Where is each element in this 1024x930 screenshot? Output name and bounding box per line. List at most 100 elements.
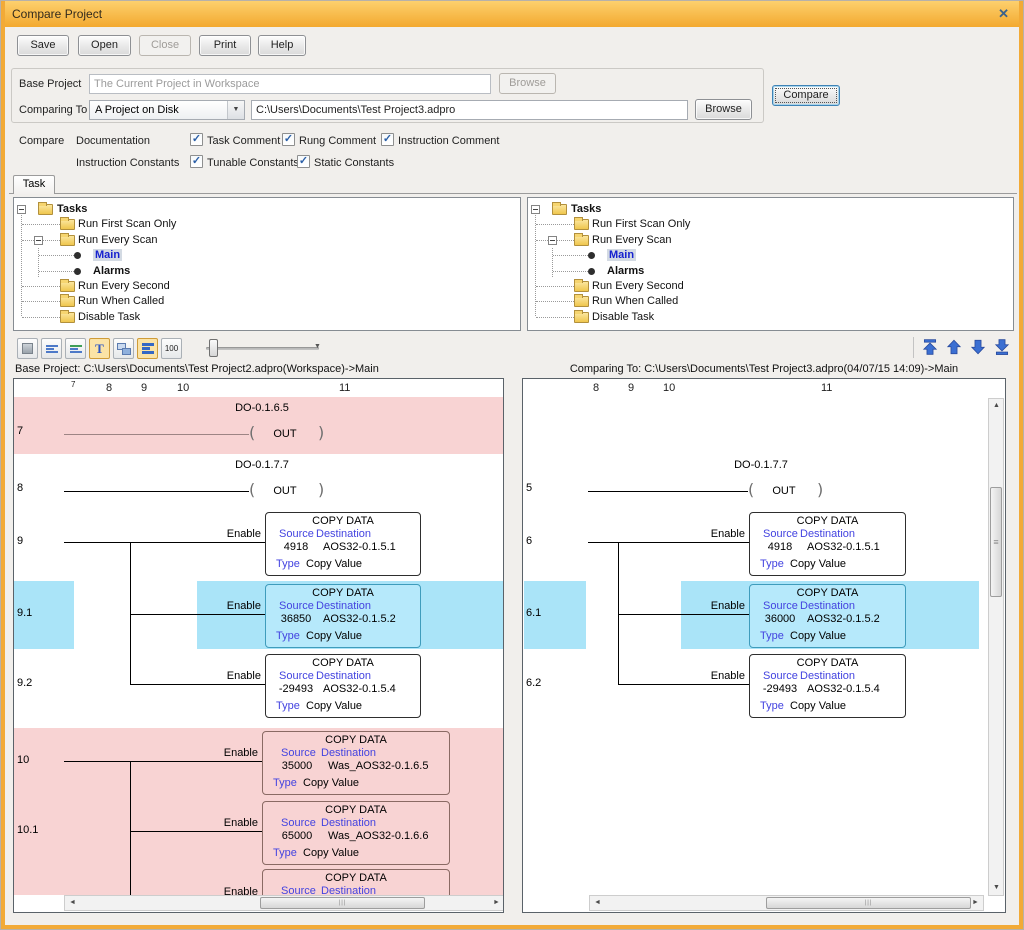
tree-item-run-every-second[interactable]: Run Every Second [528, 279, 1013, 294]
tree-item-run-every-scan[interactable]: Run Every Scan [528, 233, 1013, 248]
comparing-to-selected-value: A Project on Disk [95, 104, 179, 116]
instruction-title: COPY DATA [796, 587, 859, 599]
compare-panel-horizontal-scrollbar[interactable]: ◄ ►||| [589, 895, 984, 911]
destination-value: AOS32-0.1.5.2 [323, 613, 396, 625]
zoom-slider-track[interactable] [206, 347, 319, 350]
branch-wire [130, 761, 131, 798]
scroll-left-icon[interactable]: ◄ [594, 899, 601, 906]
ruler-number: 9 [141, 382, 148, 394]
scroll-down-icon[interactable]: ▼ [993, 884, 1000, 891]
tree-connector [536, 286, 574, 287]
ruler-number: 8 [593, 382, 600, 394]
scrollbar-thumb[interactable]: ||| [766, 897, 971, 909]
type-value: Copy Value [790, 700, 847, 712]
tree-item-alarms[interactable]: Alarms [528, 264, 1013, 279]
base-panel-horizontal-scrollbar[interactable]: ◄ ► ||| [64, 895, 503, 911]
scroll-right-icon[interactable]: ► [493, 899, 500, 906]
instruction-comment-view-icon[interactable] [137, 338, 158, 359]
compare-button[interactable]: Compare [772, 85, 840, 106]
tree-item-main[interactable]: Main [14, 248, 520, 263]
folder-icon [60, 217, 75, 230]
tree-item-disable-task[interactable]: Disable Task [14, 310, 520, 325]
tree-item-tasks[interactable]: Tasks [528, 202, 1013, 217]
tree-expander-icon[interactable] [548, 236, 557, 245]
window-border-left [1, 1, 5, 929]
dropdown-arrow-icon[interactable]: ▼ [227, 101, 244, 119]
tab-task[interactable]: Task [13, 175, 55, 194]
tree-item-label: Tasks [571, 203, 602, 215]
pane-view-icon[interactable] [113, 338, 134, 359]
checkbox-task-comment[interactable]: ✓ [190, 133, 203, 146]
text-view-icon[interactable]: T [89, 338, 110, 359]
scroll-right-icon[interactable]: ► [972, 899, 979, 906]
next-difference-button[interactable] [969, 338, 989, 358]
tree-item-run-when-called[interactable]: Run When Called [14, 294, 520, 309]
folder-icon [574, 233, 589, 246]
scroll-up-icon[interactable]: ▲ [993, 402, 1000, 409]
first-difference-button[interactable] [921, 338, 941, 358]
rung-wire [618, 684, 749, 685]
title-bar: Compare Project ✕ [1, 1, 1023, 27]
tree-item-disable-task[interactable]: Disable Task [528, 310, 1013, 325]
coil-out-label: OUT [273, 485, 297, 497]
checkbox-rung-comment[interactable]: ✓ [282, 133, 295, 146]
tree-item-main[interactable]: Main [528, 248, 1013, 263]
rung-number: 7 [17, 425, 24, 437]
scroll-left-icon[interactable]: ◄ [69, 899, 76, 906]
save-button[interactable]: Save [17, 35, 69, 56]
task-comment-view-icon[interactable] [41, 338, 62, 359]
zoom-slider-handle[interactable] [209, 339, 218, 357]
coil-paren-icon: ) [817, 480, 824, 499]
browse-compare-button[interactable]: Browse [695, 99, 752, 120]
rung-comment-view-icon[interactable] [65, 338, 86, 359]
comparing-to-dropdown[interactable]: A Project on Disk ▼ [89, 100, 245, 120]
scrollbar-thumb[interactable]: ≡ [990, 487, 1002, 597]
checkbox-instruction-comment[interactable]: ✓ [381, 133, 394, 146]
checkbox-static-constants[interactable]: ✓ [297, 155, 310, 168]
help-button[interactable]: Help [258, 35, 306, 56]
scrollbar-thumb[interactable]: ||| [260, 897, 425, 909]
zoom-dropdown-arrow-icon[interactable]: ▼ [314, 343, 321, 350]
last-difference-button[interactable] [993, 338, 1013, 358]
display-mode-icon[interactable] [17, 338, 38, 359]
tree-item-run-every-second[interactable]: Run Every Second [14, 279, 520, 294]
type-label: Type [760, 700, 784, 712]
bullet-icon [74, 252, 81, 259]
tree-item-run-every-scan[interactable]: Run Every Scan [14, 233, 520, 248]
previous-difference-button[interactable] [945, 338, 965, 358]
type-value: Copy Value [303, 777, 360, 789]
open-button[interactable]: Open [78, 35, 131, 56]
tree-item-alarms[interactable]: Alarms [14, 264, 520, 279]
source-label: Source [279, 528, 314, 540]
compare-panel-vertical-scrollbar[interactable]: ▲ ▼ ≡ [988, 398, 1004, 896]
tree-connector [21, 211, 22, 316]
print-button[interactable]: Print [199, 35, 251, 56]
tree-expander-icon[interactable] [17, 205, 26, 214]
zoom-level-button[interactable]: 100 [161, 338, 182, 359]
checkbox-label-tunable-constants: Tunable Constants [207, 157, 299, 169]
tree-item-run-first-scan-only[interactable]: Run First Scan Only [14, 217, 520, 232]
tree-connector [553, 255, 588, 256]
tree-item-run-first-scan-only[interactable]: Run First Scan Only [528, 217, 1013, 232]
close-icon[interactable]: ✕ [998, 6, 1009, 21]
tree-item-run-when-called[interactable]: Run When Called [528, 294, 1013, 309]
branch-wire [130, 581, 131, 651]
tree-expander-icon[interactable] [34, 236, 43, 245]
enable-label: Enable [710, 670, 745, 682]
destination-value: Was_AOS32-0.1.6.6 [328, 830, 429, 842]
checkbox-tunable-constants[interactable]: ✓ [190, 155, 203, 168]
tree-item-tasks[interactable]: Tasks [14, 202, 520, 217]
tree-expander-icon[interactable] [531, 205, 540, 214]
tree-item-label: Run Every Scan [78, 234, 158, 246]
compare-path-input[interactable] [251, 100, 688, 120]
